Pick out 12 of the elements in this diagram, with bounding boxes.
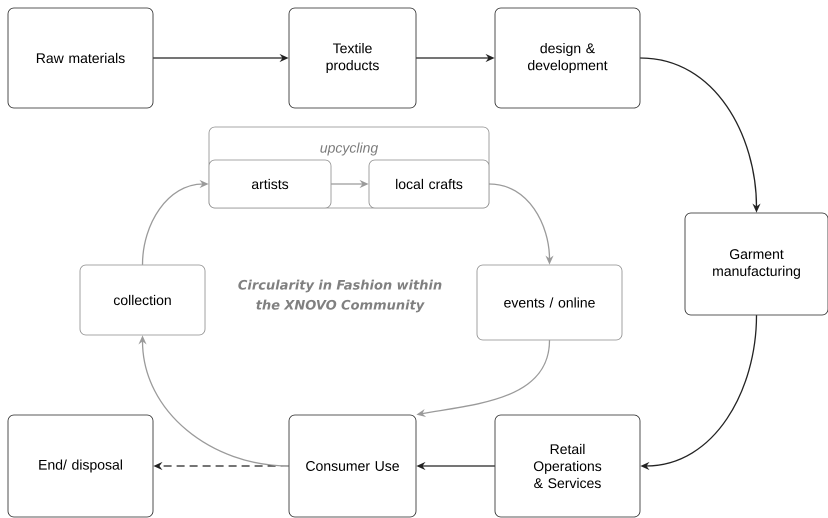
process-box: Consumer Use <box>288 414 416 518</box>
process-box: End/ disposal <box>8 414 154 518</box>
process-box: artists <box>208 160 332 208</box>
process-box: design & development <box>494 8 640 108</box>
process-box: Garment manufacturing <box>684 212 828 316</box>
process-box: Raw materials <box>8 8 154 108</box>
process-box: Retail Operations & Services <box>494 414 640 518</box>
process-box: events / online <box>476 264 622 340</box>
process-box: local crafts <box>368 160 490 208</box>
center-note: Circularity in Fashion within the XNOVO Community <box>238 280 442 312</box>
process-box: collection <box>80 264 206 336</box>
process-box: Textile products <box>288 8 416 108</box>
